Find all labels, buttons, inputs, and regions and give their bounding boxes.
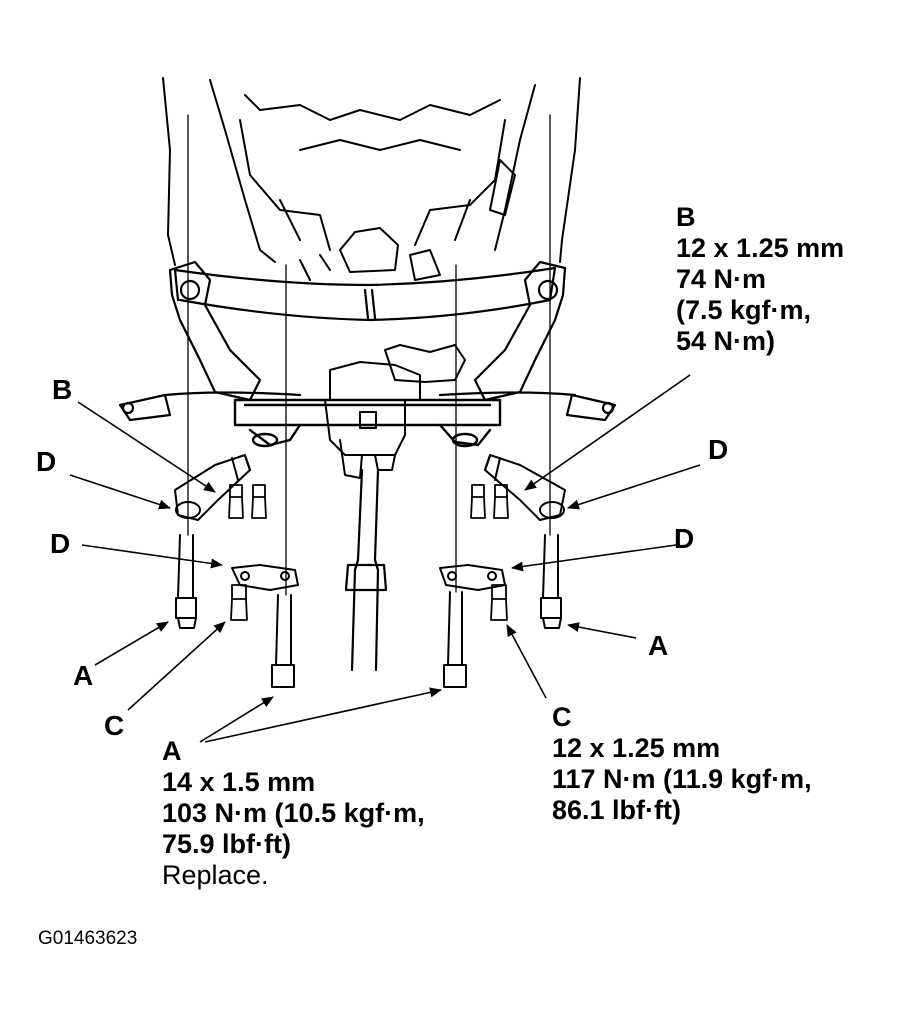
leader-c-right <box>506 624 547 699</box>
leader-a-left <box>94 621 169 666</box>
spec-c-block: C 12 x 1.25 mm 117 N·m (11.9 kgf·m, 86.1… <box>552 702 812 826</box>
spec-a-torque-line1: 103 N·m (10.5 kgf·m, <box>162 798 425 828</box>
spec-c-torque-line2: 86.1 lbf·ft) <box>552 795 682 825</box>
spec-b-torque-kgf: (7.5 kgf·m, <box>676 295 812 325</box>
callout-a-left: A <box>73 660 94 691</box>
callout-a-right: A <box>648 630 669 661</box>
leader-lines <box>69 374 701 743</box>
spec-a-size: 14 x 1.5 mm <box>162 767 316 797</box>
spec-a-block: A 14 x 1.5 mm 103 N·m (10.5 kgf·m, 75.9 … <box>162 736 425 891</box>
spec-b-block: B 12 x 1.25 mm 74 N·m (7.5 kgf·m, 54 N·m… <box>676 202 844 357</box>
spec-b-letter: B <box>676 202 696 232</box>
callout-d-left-upper: D <box>36 446 57 477</box>
leader-d-right-lower <box>511 544 677 572</box>
spec-a-note: Replace. <box>162 860 269 890</box>
spec-a-letter: A <box>162 736 182 766</box>
callout-c-left: C <box>104 710 125 741</box>
spec-c-size: 12 x 1.25 mm <box>552 733 721 763</box>
spec-b-torque-lbf: 54 N·m) <box>676 326 776 356</box>
vehicle-body-outline <box>162 77 581 281</box>
callout-b-left: B <box>52 374 73 405</box>
figure-id: G01463623 <box>38 928 138 949</box>
spec-b-size: 12 x 1.25 mm <box>676 233 845 263</box>
callout-d-left-lower: D <box>50 528 71 559</box>
leader-a-center-right <box>204 687 442 743</box>
steering-shaft <box>344 468 388 672</box>
spec-b-torque-nm: 74 N·m <box>676 264 767 294</box>
lower-brackets-d <box>231 564 506 591</box>
leader-a-right <box>567 622 637 639</box>
steering-gearbox <box>324 344 466 479</box>
right-control-arm <box>438 260 617 422</box>
spec-c-letter: C <box>552 702 572 732</box>
a-bolts <box>175 534 562 688</box>
leader-b-left <box>77 401 216 493</box>
leader-b-right <box>524 374 691 491</box>
callout-d-right-upper: D <box>708 434 729 465</box>
leader-c-left <box>127 621 226 711</box>
spec-a-torque-line2: 75.9 lbf·ft) <box>162 829 292 859</box>
left-control-arm <box>118 260 302 422</box>
leader-d-right-upper <box>567 464 701 510</box>
leader-a-center-left <box>199 696 274 743</box>
leader-d-left-upper <box>69 474 171 510</box>
front-crossmember <box>173 266 557 322</box>
right-bracket-b <box>484 454 566 521</box>
spec-c-torque-line1: 117 N·m (11.9 kgf·m, <box>552 764 812 794</box>
leader-d-left-lower <box>81 544 223 569</box>
alignment-lines <box>187 114 551 596</box>
subframe-beam <box>233 398 502 448</box>
callout-d-right-lower: D <box>674 523 695 554</box>
left-bracket-b <box>174 454 251 521</box>
c-bolts-lower <box>230 584 508 621</box>
c-bolts-upper <box>228 484 509 519</box>
